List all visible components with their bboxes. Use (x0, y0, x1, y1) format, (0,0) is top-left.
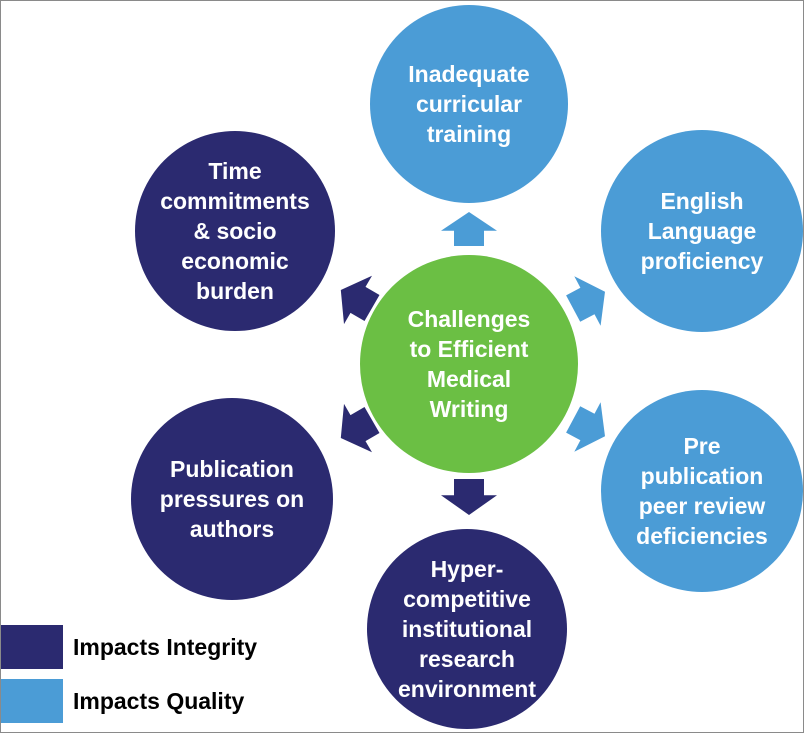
arrow-to-bottom (441, 479, 497, 515)
node-label: Inadequate curricular training (408, 61, 530, 147)
node-inadequate-curricular-training: Inadequate curricular training (370, 5, 568, 203)
node-publication-pressures: Publication pressures on authors (131, 398, 333, 600)
node-pre-publication-peer-review: Pre publication peer review deficiencies (601, 390, 803, 592)
node-label: Pre publication peer review deficiencies (636, 433, 768, 549)
legend-swatch-integrity (1, 625, 63, 669)
node-label: Hyper- competitive institutional researc… (397, 556, 537, 702)
node-label: English Language proficiency (640, 188, 764, 274)
node-time-commitments: Time commitments & socio economic burden (135, 131, 335, 331)
arrow-to-lower-right (566, 402, 605, 452)
node-label: Publication pressures on authors (159, 456, 305, 542)
legend-label: Impacts Integrity (73, 633, 258, 660)
center-node-label: Challenges to Efficient Medical Writing (407, 306, 531, 422)
node-label: Time commitments & socio economic burden (160, 158, 310, 304)
node-english-language-proficiency: English Language proficiency (601, 130, 803, 332)
arrow-to-top (441, 212, 497, 246)
legend-label: Impacts Quality (73, 687, 245, 714)
arrow-to-lower-left (340, 403, 380, 453)
arrow-to-upper-left (340, 275, 380, 325)
legend-item-integrity: Impacts Integrity (1, 625, 257, 669)
node-hyper-competitive-environment: Hyper- competitive institutional researc… (367, 529, 567, 729)
legend-swatch-quality (1, 679, 63, 723)
center-node: Challenges to Efficient Medical Writing (360, 255, 578, 473)
arrow-to-upper-right (566, 276, 605, 326)
legend-item-quality: Impacts Quality (1, 679, 244, 723)
